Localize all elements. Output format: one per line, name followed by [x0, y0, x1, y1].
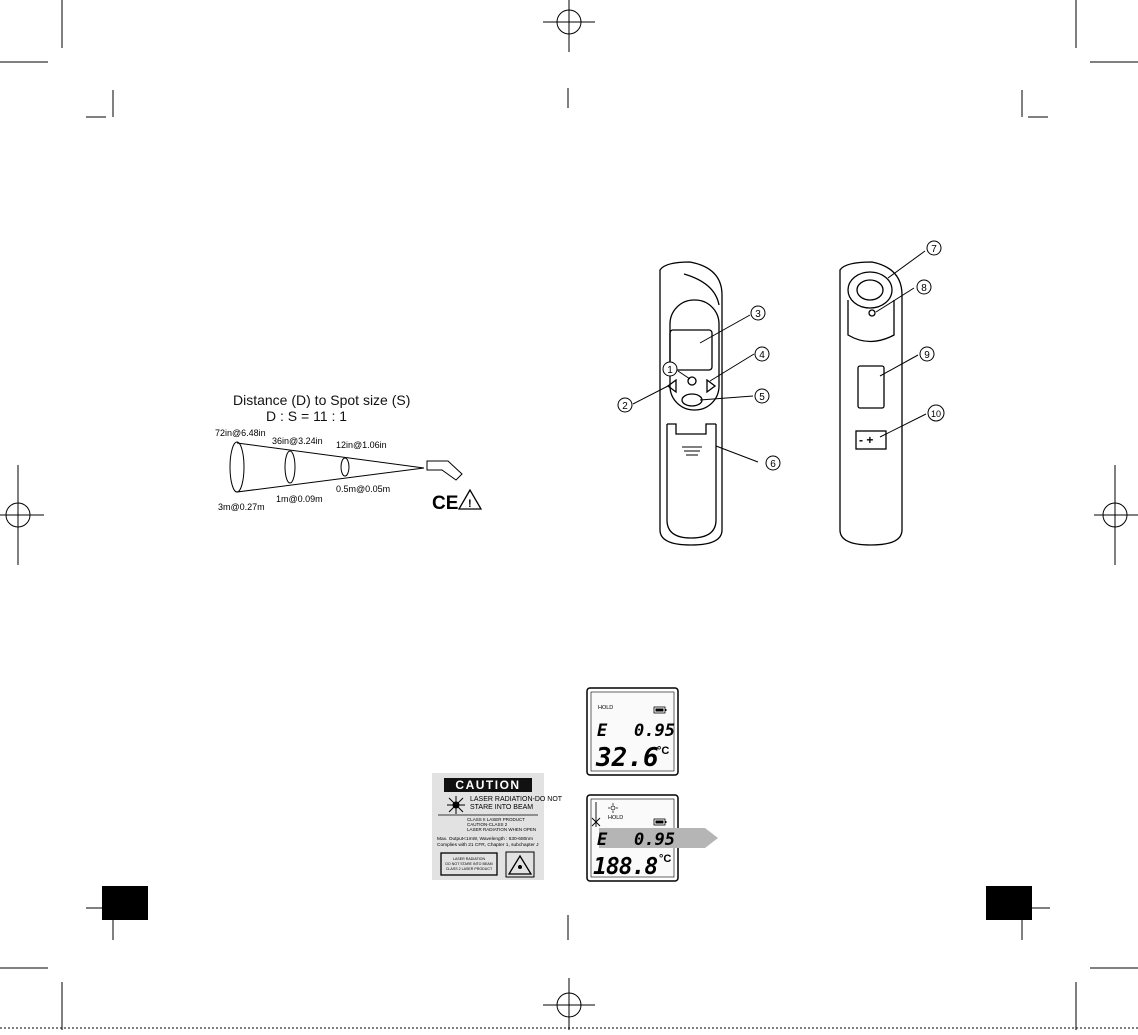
- temperature-unit: °C: [657, 745, 669, 757]
- svg-text:7: 7: [931, 244, 937, 255]
- temperature-value: 32.6: [595, 743, 659, 773]
- black-tab-left: [102, 886, 148, 920]
- temperature-value: 188.8: [593, 854, 657, 880]
- svg-text:LASER RADIATION WHEN OPEN: LASER RADIATION WHEN OPEN: [467, 827, 536, 832]
- svg-text:Max. Output<1mW, Wavelength :: Max. Output<1mW, Wavelength : 630-680nm: [437, 836, 533, 842]
- backlight-sun-icon: [608, 803, 618, 813]
- label-36in: 36in@3.24in: [272, 436, 323, 446]
- callout-6: 6: [765, 455, 781, 471]
- grip-lines-icon: [682, 446, 702, 456]
- laser-starburst-icon: [447, 796, 465, 814]
- emissivity-e-label: E: [597, 721, 608, 741]
- registration-target-right: [1094, 465, 1138, 565]
- svg-text:STARE INTO BEAM: STARE INTO BEAM: [470, 804, 533, 811]
- warning-triangle-icon: !: [457, 488, 483, 510]
- label-05m: 0.5m@0.05m: [336, 484, 390, 494]
- black-tab-right: [986, 886, 1032, 920]
- svg-text:!: !: [468, 498, 472, 510]
- hold-indicator: HOLD: [608, 815, 623, 821]
- svg-text:CLASS II LASER PRODUCT: CLASS II LASER PRODUCT: [467, 817, 525, 822]
- label-1m: 1m@0.09m: [276, 494, 323, 504]
- svg-text:CLASS 2 LASER PRODUCT: CLASS 2 LASER PRODUCT: [446, 867, 493, 871]
- svg-text:DO NOT STARE INTO BEAM: DO NOT STARE INTO BEAM: [445, 862, 492, 866]
- svg-text:LASER RADIATION-DO NOT: LASER RADIATION-DO NOT: [470, 796, 563, 803]
- callout-10: 10: [927, 404, 945, 422]
- label-12in: 12in@1.06in: [336, 440, 387, 450]
- battery-icon: [653, 818, 667, 826]
- battery-symbol: - +: [859, 433, 873, 447]
- diagram-ratio: D : S = 11 : 1: [266, 408, 347, 424]
- svg-text:5: 5: [759, 392, 765, 403]
- svg-text:4: 4: [759, 350, 765, 361]
- emissivity-value: 0.95: [634, 830, 675, 850]
- ce-mark-icon: CE: [432, 493, 458, 514]
- hold-indicator: HOLD: [598, 705, 613, 711]
- callout-7: 7: [926, 240, 942, 256]
- temperature-unit: °C: [659, 853, 671, 865]
- caution-heading: CAUTION: [455, 778, 520, 792]
- emissivity-e-label: E: [597, 830, 608, 850]
- svg-text:Complies with 21 CFR, Chapter: Complies with 21 CFR, Chapter 1, subchap…: [437, 842, 539, 848]
- device-front-view: [659, 261, 723, 546]
- svg-text:CAUTION-CLASS 2: CAUTION-CLASS 2: [467, 822, 508, 827]
- callout-5: 5: [754, 388, 770, 404]
- registration-target-bottom: [543, 978, 595, 1030]
- laser-warning-triangle-icon: [505, 851, 535, 878]
- callout-2: 2: [617, 397, 633, 413]
- callout-3: 3: [750, 305, 766, 321]
- svg-text:2: 2: [622, 401, 628, 412]
- callout-1: 1: [662, 361, 678, 377]
- svg-text:9: 9: [924, 350, 930, 361]
- svg-text:10: 10: [931, 409, 941, 419]
- lcd-display-top: HOLD E 0.95 32.6 °C: [586, 687, 679, 776]
- battery-icon: [653, 706, 667, 714]
- backlight-arrow-icon: [599, 828, 718, 848]
- emissivity-value: 0.95: [634, 721, 675, 741]
- callout-leaders: [632, 250, 927, 463]
- svg-text:3: 3: [755, 309, 761, 320]
- laser-indicator-icon: [591, 802, 601, 827]
- callout-9: 9: [919, 346, 935, 362]
- lcd-display-bottom: HOLD E 0.95 188.8 °C: [586, 794, 718, 882]
- device-back-view: - +: [839, 261, 903, 546]
- callout-4: 4: [754, 346, 770, 362]
- caution-label: CAUTION LASER RADIATION-DO NOT STARE INT…: [432, 773, 563, 880]
- callout-8: 8: [916, 279, 932, 295]
- svg-text:LASER RADIATION: LASER RADIATION: [453, 857, 485, 861]
- thermometer-tip-icon: [426, 460, 463, 481]
- diagram-title: Distance (D) to Spot size (S): [233, 392, 410, 408]
- registration-target-top: [543, 0, 595, 52]
- svg-text:8: 8: [921, 283, 927, 294]
- label-3m: 3m@0.27m: [218, 502, 265, 512]
- label-72in: 72in@6.48in: [215, 428, 266, 438]
- svg-text:1: 1: [667, 365, 673, 376]
- svg-text:6: 6: [770, 459, 776, 470]
- registration-target-left: [0, 465, 44, 565]
- distance-spot-diagram: Distance (D) to Spot size (S) D : S = 11…: [215, 392, 483, 514]
